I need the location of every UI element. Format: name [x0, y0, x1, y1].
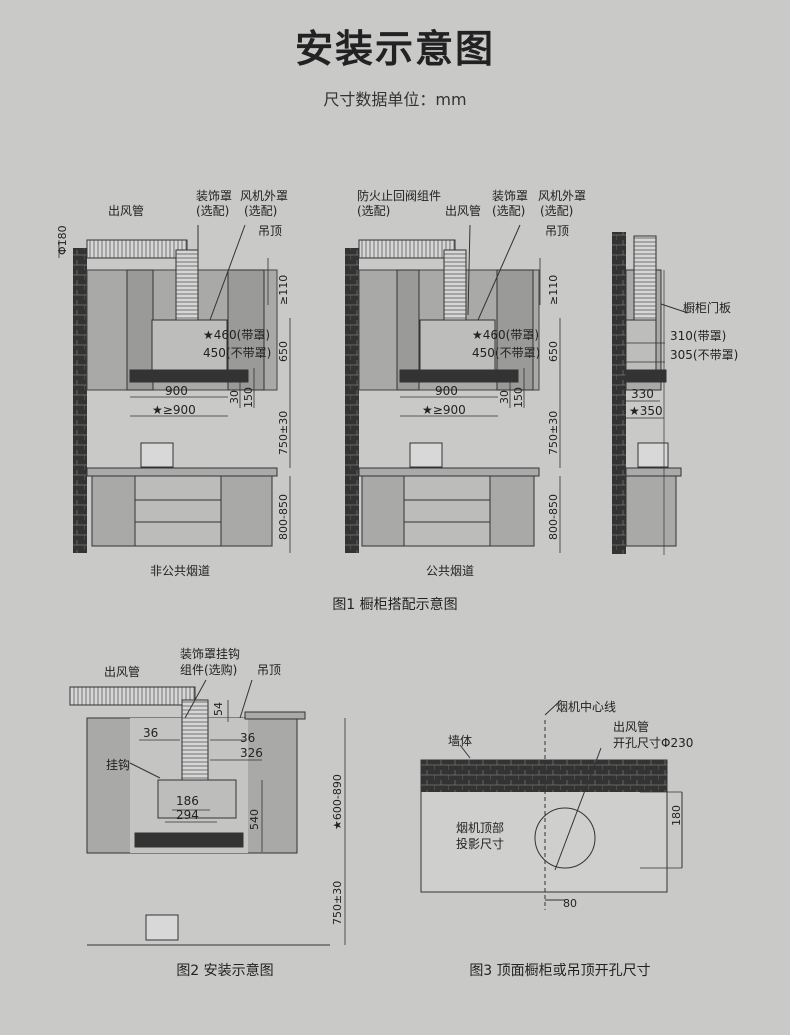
dim-460: ★460(带罩): [472, 328, 539, 342]
fig1-left-label: 非公共烟道: [150, 564, 210, 578]
dim-650: 650: [277, 341, 290, 362]
fig1-middle-cabinet: [345, 224, 540, 553]
fan-cover-label: 风机外罩: [240, 189, 288, 203]
dim-650: 650: [547, 341, 560, 362]
fig1-left-text: 出风管 装饰罩 (选配) 风机外罩 (选配) 吊顶 ★460(带罩) 450(不…: [56, 189, 290, 540]
dim-80: 80: [563, 897, 577, 910]
dim-350: ★350: [629, 404, 663, 418]
dim-phi180: Φ180: [56, 225, 69, 255]
dim-450: 450(不带罩): [203, 346, 271, 360]
dim-54: 54: [212, 702, 225, 716]
dim-450: 450(不带罩): [472, 346, 540, 360]
dim-150: 150: [242, 387, 255, 408]
wall-label: 墙体: [448, 734, 472, 748]
fig1-middle-text: 防火止回阀组件 (选配) 出风管 装饰罩 (选配) 风机外罩 (选配) 吊顶 ★…: [357, 188, 586, 540]
dim-30: 30: [228, 390, 241, 404]
outlet-pipe-label: 出风管: [104, 664, 140, 679]
fig1-left-cabinet: [73, 224, 278, 553]
dim-150: 150: [512, 387, 525, 408]
dim-900-star: ★≥900: [152, 403, 196, 417]
outlet-pipe-horizontal: [358, 239, 456, 259]
outlet-pipe-horizontal: [86, 239, 188, 259]
outlet-pipe-horizontal: [69, 686, 196, 706]
dim-900: 900: [435, 384, 458, 398]
outlet-pipe-label: 出风管: [108, 203, 144, 218]
outlet-pipe-label: 出风管: [613, 719, 649, 734]
brick-wall: [73, 248, 87, 553]
dim-310: 310(带罩): [670, 329, 726, 343]
dim-330: 330: [631, 387, 654, 401]
dim-36b: 36: [240, 731, 255, 745]
brick-wall: [345, 248, 359, 553]
fig1-side-view: [612, 232, 689, 555]
dim-540: 540: [248, 809, 261, 830]
dim-900: 900: [165, 384, 188, 398]
fig3-text: 烟机中心线 出风管 开孔尺寸Φ230 墙体 烟机顶部 投影尺寸 180 80: [448, 699, 693, 910]
dim-750: 750±30: [277, 411, 290, 455]
fig2-dimensions: [139, 700, 346, 945]
dim-294: 294: [176, 808, 199, 822]
wall-strip: [421, 760, 667, 792]
dim-800: 800-850: [547, 494, 560, 540]
fig2-installation: [69, 679, 330, 946]
dim-110: ≥110: [277, 275, 290, 305]
dim-30: 30: [498, 390, 511, 404]
optional-label: (选配): [540, 204, 573, 218]
dim-750: 750±30: [331, 881, 344, 925]
hook-assembly-label-2: 组件(选购): [180, 662, 237, 677]
dim-305: 305(不带罩): [670, 348, 738, 362]
optional-label: (选配): [244, 204, 277, 218]
dim-750: 750±30: [547, 411, 560, 455]
fig1-caption: 图1 橱柜搭配示意图: [332, 596, 457, 613]
fig1-middle-dimensions: [400, 258, 561, 553]
fig2-text: 出风管 装饰罩挂钩 组件(选购) 吊顶 挂钩 36 36 54 326 186 …: [104, 647, 344, 925]
optional-label: (选配): [492, 204, 525, 218]
brick-wall: [612, 232, 626, 554]
outlet-pipe-vertical: [181, 699, 209, 781]
dim-36a: 36: [143, 726, 158, 740]
dim-326: 326: [240, 746, 263, 760]
ceiling-label: 吊顶: [257, 663, 281, 677]
dim-600: ★600-890: [331, 774, 344, 830]
page-title: 安装示意图: [294, 27, 495, 71]
hook-assembly-label: 装饰罩挂钩: [180, 647, 240, 661]
hole-size-label: 开孔尺寸Φ230: [613, 736, 693, 750]
fig1-side-text: 橱柜门板 310(带罩) 305(不带罩) 330 ★350: [629, 300, 738, 418]
fig1-middle-label: 公共烟道: [426, 564, 474, 578]
center-line-label: 烟机中心线: [556, 699, 616, 714]
dim-460: ★460(带罩): [203, 328, 270, 342]
hook-label: 挂钩: [106, 758, 130, 772]
deco-cover-label: 装饰罩: [196, 189, 232, 203]
dim-186: 186: [176, 794, 199, 808]
projection-label-2: 投影尺寸: [456, 836, 504, 851]
fig2-caption: 图2 安装示意图: [176, 962, 273, 979]
fig1-side-dimensions: [626, 342, 665, 419]
ceiling-label: 吊顶: [545, 224, 569, 238]
optional-label: (选配): [357, 204, 390, 218]
dim-900-star: ★≥900: [422, 403, 466, 417]
fig1-left-dimensions: [58, 240, 291, 553]
deco-cover-label: 装饰罩: [492, 189, 528, 203]
outlet-pipe-label: 出风管: [445, 203, 481, 218]
ceiling-label: 吊顶: [258, 224, 282, 238]
dim-110: ≥110: [547, 275, 560, 305]
projection-label: 烟机顶部: [456, 820, 504, 835]
fire-valve-label: 防火止回阀组件: [357, 188, 441, 203]
fig3-caption: 图3 顶面橱柜或吊顶开孔尺寸: [469, 963, 650, 979]
fan-cover-label: 风机外罩: [538, 189, 586, 203]
cabinet-door-label: 橱柜门板: [683, 300, 731, 315]
page-subtitle: 尺寸数据单位：mm: [323, 90, 467, 109]
fig3-hole: [420, 699, 683, 910]
dim-180: 180: [670, 805, 683, 826]
optional-label: (选配): [196, 204, 229, 218]
dim-800: 800-850: [277, 494, 290, 540]
outlet-pipe-vertical: [633, 235, 657, 321]
outlet-pipe-vertical: [443, 249, 467, 321]
outlet-pipe-vertical: [175, 249, 199, 321]
